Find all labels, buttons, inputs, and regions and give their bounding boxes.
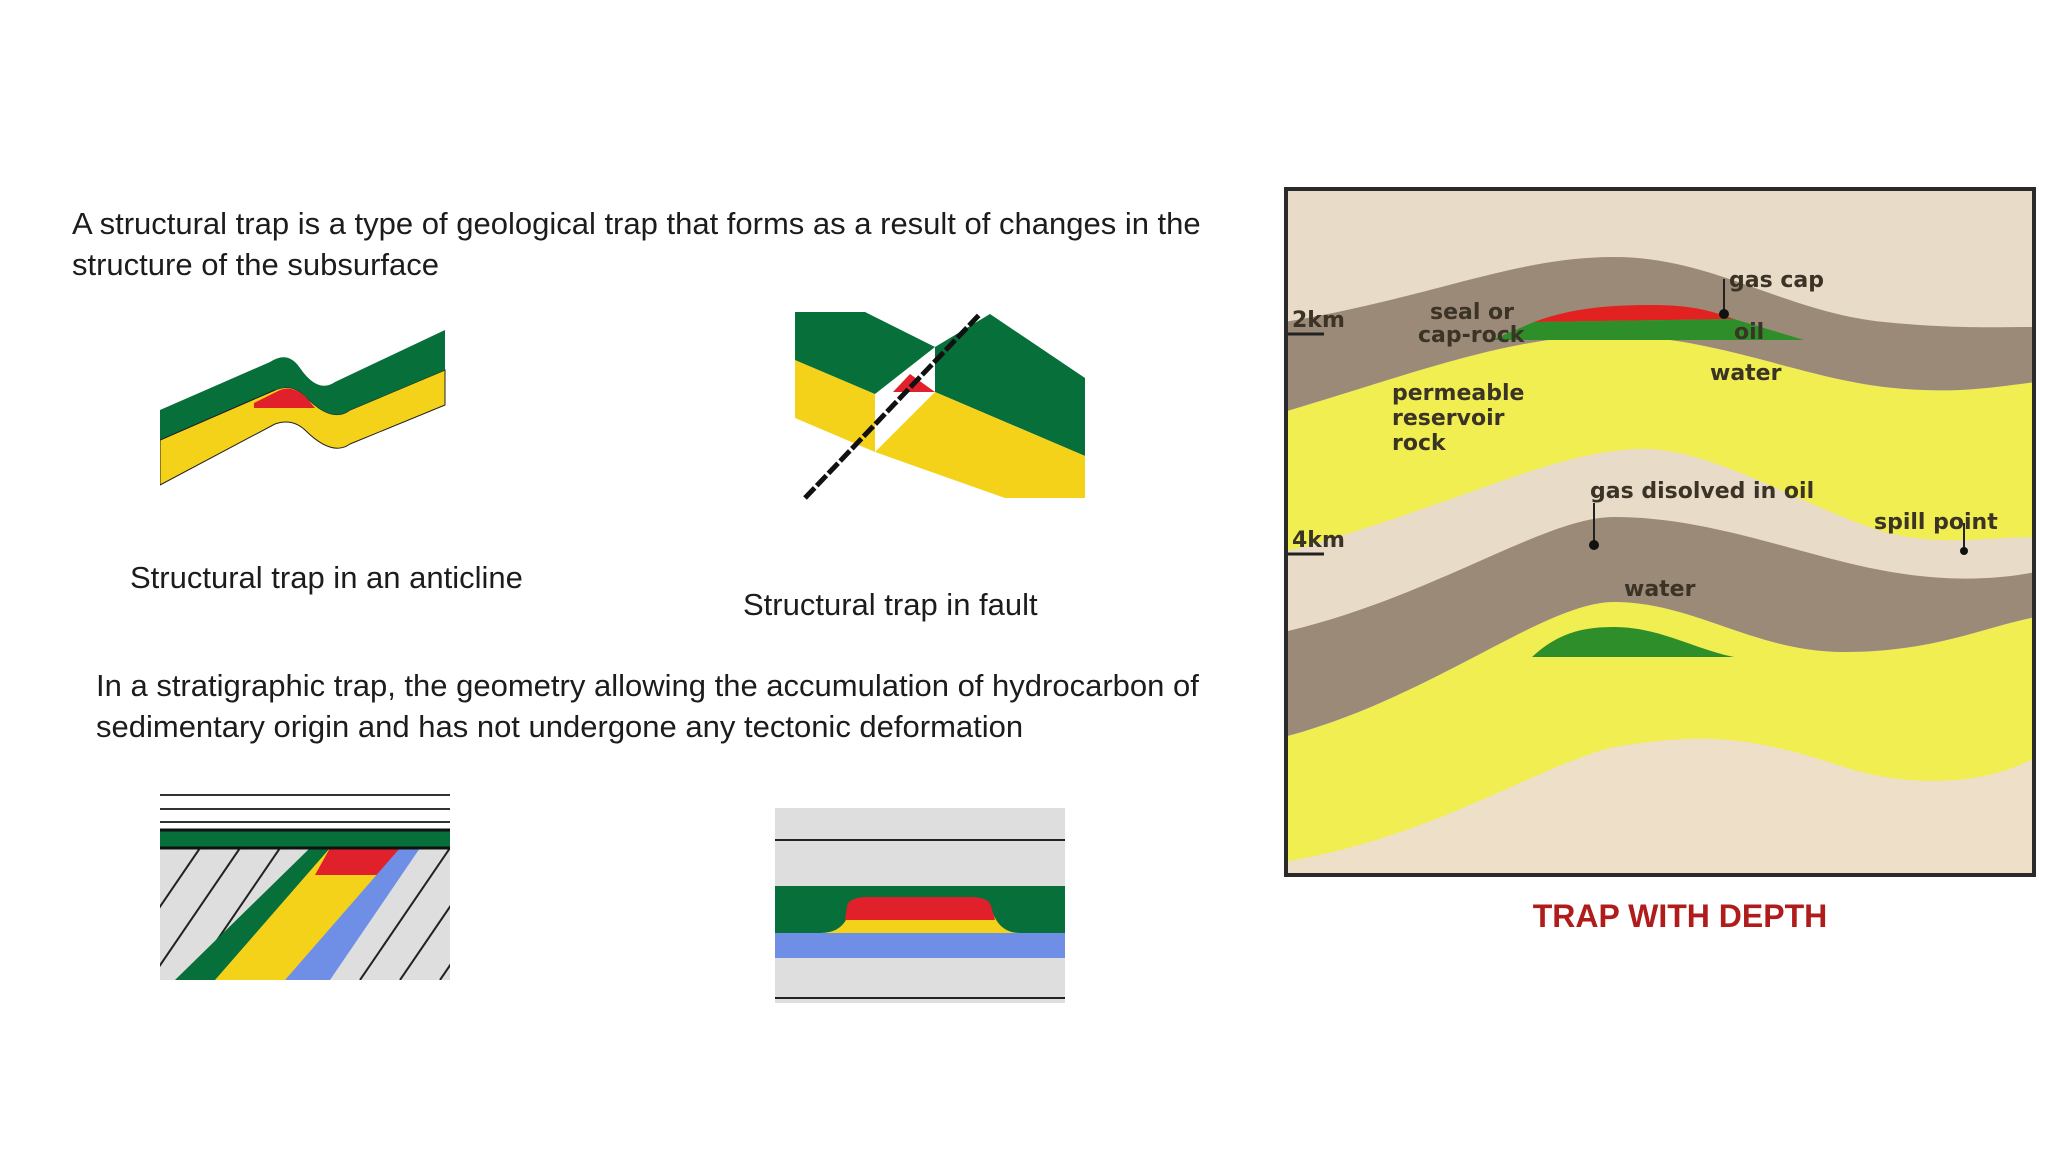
caption-anticline: Structural trap in an anticline (130, 560, 523, 595)
reservoir-bed (215, 848, 400, 980)
oil-accumulation (315, 848, 400, 875)
label-seal-line1: seal or (1430, 300, 1514, 325)
label-water-upper: water (1710, 361, 1782, 386)
fault-line (803, 312, 982, 500)
label-gas-dissolved: gas disolved in oil (1590, 479, 1814, 504)
label-4km: 4km (1292, 528, 1345, 553)
upper-oil (1492, 319, 1804, 340)
seal-bed (175, 848, 330, 980)
reservoir-layer-right (875, 392, 1085, 498)
label-gas-cap: gas cap (1729, 268, 1824, 293)
label-seal-line2: cap-rock (1418, 323, 1526, 348)
label-water-lower: water (1624, 577, 1696, 602)
trap-with-depth-diagram: 2km 4km gas cap seal or cap-rock oil wat… (1284, 187, 2036, 877)
seal-layer (160, 330, 445, 440)
upper-gas-cap (1534, 305, 1734, 322)
lower-reservoir (1288, 602, 2032, 862)
bottom-rock (775, 958, 1065, 1003)
aquifer-layer (775, 933, 1065, 958)
unconformity-seal (160, 830, 450, 848)
oil-accumulation (845, 897, 995, 920)
label-rock: rock (1392, 431, 1447, 456)
lower-shale-seal (1288, 517, 2032, 736)
upper-reservoir (1288, 335, 2032, 551)
label-reservoir: reservoir (1392, 406, 1505, 431)
fault-trap-diagram (795, 312, 1085, 502)
unconformity-trap-diagram (160, 790, 450, 980)
caption-fault: Structural trap in fault (743, 587, 1038, 622)
seal-layer-left (795, 312, 935, 394)
top-rock (775, 808, 1065, 886)
stratigraphic-trap-description: In a stratigraphic trap, the geometry al… (96, 668, 1199, 744)
trap-with-depth-title: TRAP WITH DEPTH (1532, 898, 1828, 934)
oil-accumulation (254, 388, 315, 408)
seal-layer-right (935, 314, 1085, 456)
anticline-trap-diagram (160, 330, 446, 486)
aquifer-bed (285, 848, 420, 980)
diagram-frame (1284, 187, 2036, 877)
lower-oil (1532, 627, 1734, 657)
label-spill-point: spill point (1874, 510, 1998, 535)
label-permeable: permeable (1392, 381, 1524, 406)
reservoir-layer-left (795, 360, 875, 452)
reservoir-layer (160, 369, 446, 486)
reef-trap-diagram (775, 808, 1065, 1003)
structural-trap-description: A structural trap is a type of geologica… (72, 206, 1201, 282)
label-oil: oil (1734, 320, 1764, 345)
label-2km: 2km (1292, 308, 1345, 333)
